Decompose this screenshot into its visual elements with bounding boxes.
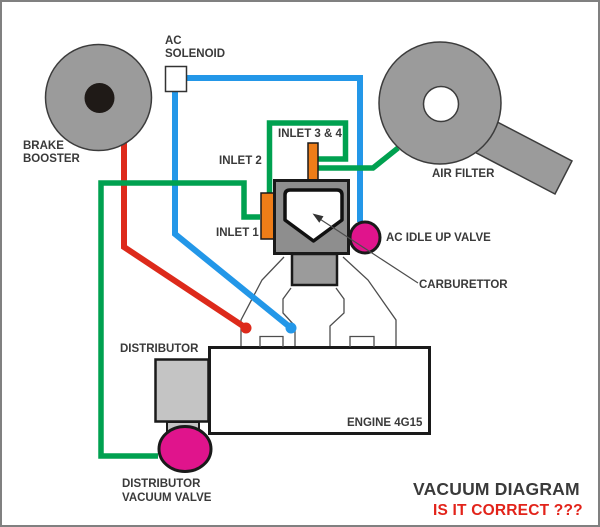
blue-hose-to-manifold [172, 92, 293, 331]
brake-booster-label: BRAKE BOOSTER [23, 140, 80, 165]
distributor [154, 358, 213, 473]
manifold-center-left [282, 287, 296, 346]
manifold-runner-right [342, 256, 397, 346]
manifold-runner-left [240, 256, 285, 346]
green-hose-inlet34-to-inlet2 [266, 120, 349, 193]
air-filter-hole [422, 85, 460, 123]
green-hose-air-filter [317, 145, 400, 171]
intake-manifold-lines [240, 256, 397, 346]
carburettor-pointer-arrow [312, 213, 419, 284]
blue-hose-to-ac-idle-valve [187, 75, 363, 222]
carburettor-assembly [260, 142, 382, 287]
red-hose [121, 143, 252, 334]
inlet-3-4-fitting [307, 142, 319, 182]
carburettor-label: CARBURETTOR [419, 279, 508, 291]
carburettor-window [283, 188, 344, 243]
inlet-2-label: INLET 2 [219, 155, 262, 167]
manifold-center-right [329, 287, 345, 346]
inlet-3-4-label: INLET 3 & 4 [278, 128, 342, 140]
brake-booster [44, 43, 153, 152]
brake-booster-center [84, 83, 115, 113]
distributor-vacuum-valve-body [157, 425, 213, 473]
carburettor-pointer-arrowhead [312, 213, 324, 223]
ac-solenoid-box [164, 65, 188, 93]
engine-port-right [349, 335, 375, 347]
ac-solenoid-label: AC SOLENOID [165, 35, 226, 60]
red-hose-end-dot [240, 322, 252, 334]
diagram-title: VACUUM DIAGRAM [413, 479, 580, 499]
green-hose-inlet1-to-distributor-valve [98, 180, 260, 459]
carburettor-base [290, 252, 339, 287]
engine-port-left [259, 335, 284, 347]
green-hoses [98, 120, 400, 459]
engine-label: ENGINE 4G15 [347, 417, 423, 429]
distributor-vacuum-valve-label: DISTRIBUTOR VACUUM VALVE [122, 478, 212, 504]
air-filter [378, 41, 574, 196]
blue-hoses [172, 75, 363, 334]
inlet-1-2-fitting [260, 192, 275, 240]
carburettor-pointer-line [315, 215, 419, 284]
ac-idle-up-valve-body [348, 220, 382, 255]
distributor-label: DISTRIBUTOR [120, 343, 199, 355]
inlet-1-label: INLET 1 [216, 227, 259, 239]
red-hose-line [121, 143, 248, 331]
blue-hose-end-dot [285, 322, 297, 334]
air-filter-label: AIR FILTER [432, 168, 495, 180]
distributor-body [154, 358, 210, 423]
ac-idle-up-valve-label: AC IDLE UP VALVE [386, 232, 491, 244]
engine-block [208, 346, 431, 435]
diagram-question: IS IT CORRECT ??? [433, 502, 583, 519]
